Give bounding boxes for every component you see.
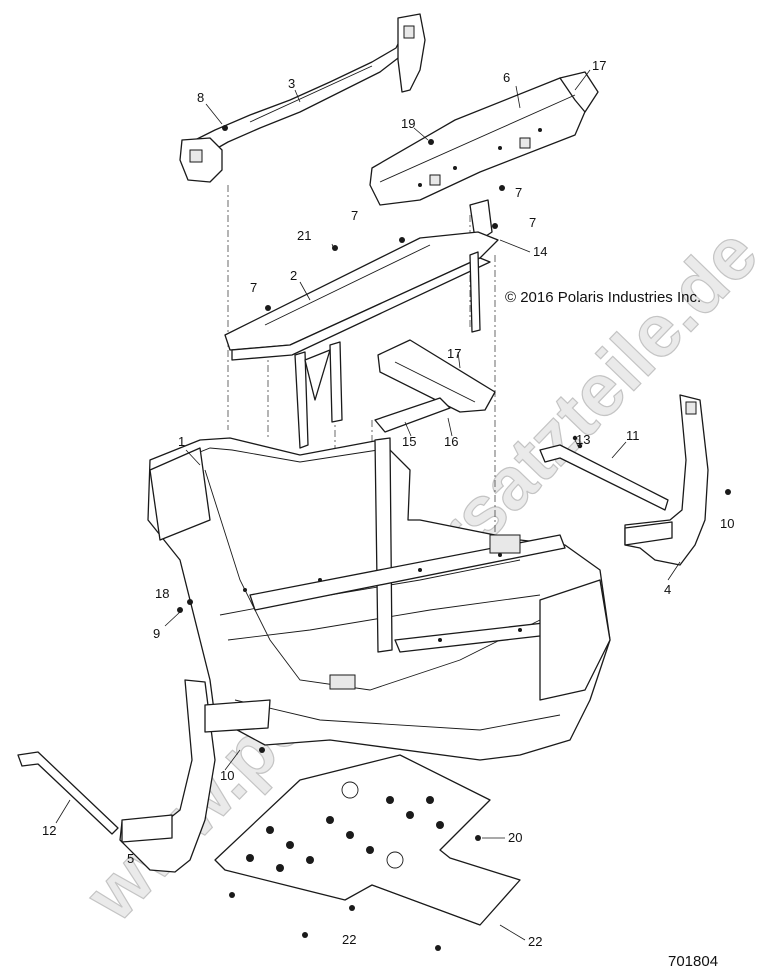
callout-5: 5 xyxy=(127,851,134,866)
callout-7b: 7 xyxy=(351,208,358,223)
callout-16: 16 xyxy=(444,434,458,449)
callout-17b: 17 xyxy=(592,58,606,73)
callout-7a: 7 xyxy=(250,280,257,295)
leader-lines xyxy=(55,69,681,941)
callout-21: 21 xyxy=(297,228,311,243)
callout-19: 19 xyxy=(401,116,415,131)
callout-15: 15 xyxy=(402,434,416,449)
callout-20: 20 xyxy=(508,830,522,845)
skid-plate xyxy=(214,754,521,926)
part-3-upper-brace xyxy=(179,13,426,183)
copyright-text: © 2016 Polaris Industries Inc. xyxy=(505,289,701,306)
part-2-bed-frame xyxy=(224,231,499,449)
part-12-side-rail xyxy=(17,751,119,835)
callout-11: 11 xyxy=(626,428,640,443)
callout-4: 4 xyxy=(664,582,671,597)
part-4-front-bracket xyxy=(624,394,709,566)
fasteners xyxy=(177,125,731,951)
skid-plate-holes xyxy=(246,796,444,872)
callout-6: 6 xyxy=(503,70,510,85)
callout-22b: 22 xyxy=(528,934,542,949)
callout-22a: 22 xyxy=(342,932,356,947)
callout-14: 14 xyxy=(533,244,547,259)
callout-10a: 10 xyxy=(220,768,234,783)
part-1-main-frame xyxy=(147,437,611,761)
callout-12: 12 xyxy=(42,823,56,838)
callout-10b: 10 xyxy=(720,516,734,531)
callout-17a: 17 xyxy=(447,346,461,361)
callout-labels: 1 2 3 4 5 6 7 7 7 7 8 9 10 10 11 12 13 1… xyxy=(42,58,734,949)
callout-7d: 7 xyxy=(529,215,536,230)
callout-13: 13 xyxy=(576,432,590,447)
callout-8: 8 xyxy=(197,90,204,105)
part-5-front-bracket xyxy=(119,679,271,873)
callout-2: 2 xyxy=(290,268,297,283)
callout-9: 9 xyxy=(153,626,160,641)
figure-number: 701804 xyxy=(668,953,718,970)
callout-7c: 7 xyxy=(515,185,522,200)
callout-1: 1 xyxy=(178,434,185,449)
part-6-rear-panel xyxy=(369,71,599,206)
callout-18: 18 xyxy=(155,586,169,601)
part-16-floor-panel xyxy=(374,339,496,433)
callout-3: 3 xyxy=(288,76,295,91)
